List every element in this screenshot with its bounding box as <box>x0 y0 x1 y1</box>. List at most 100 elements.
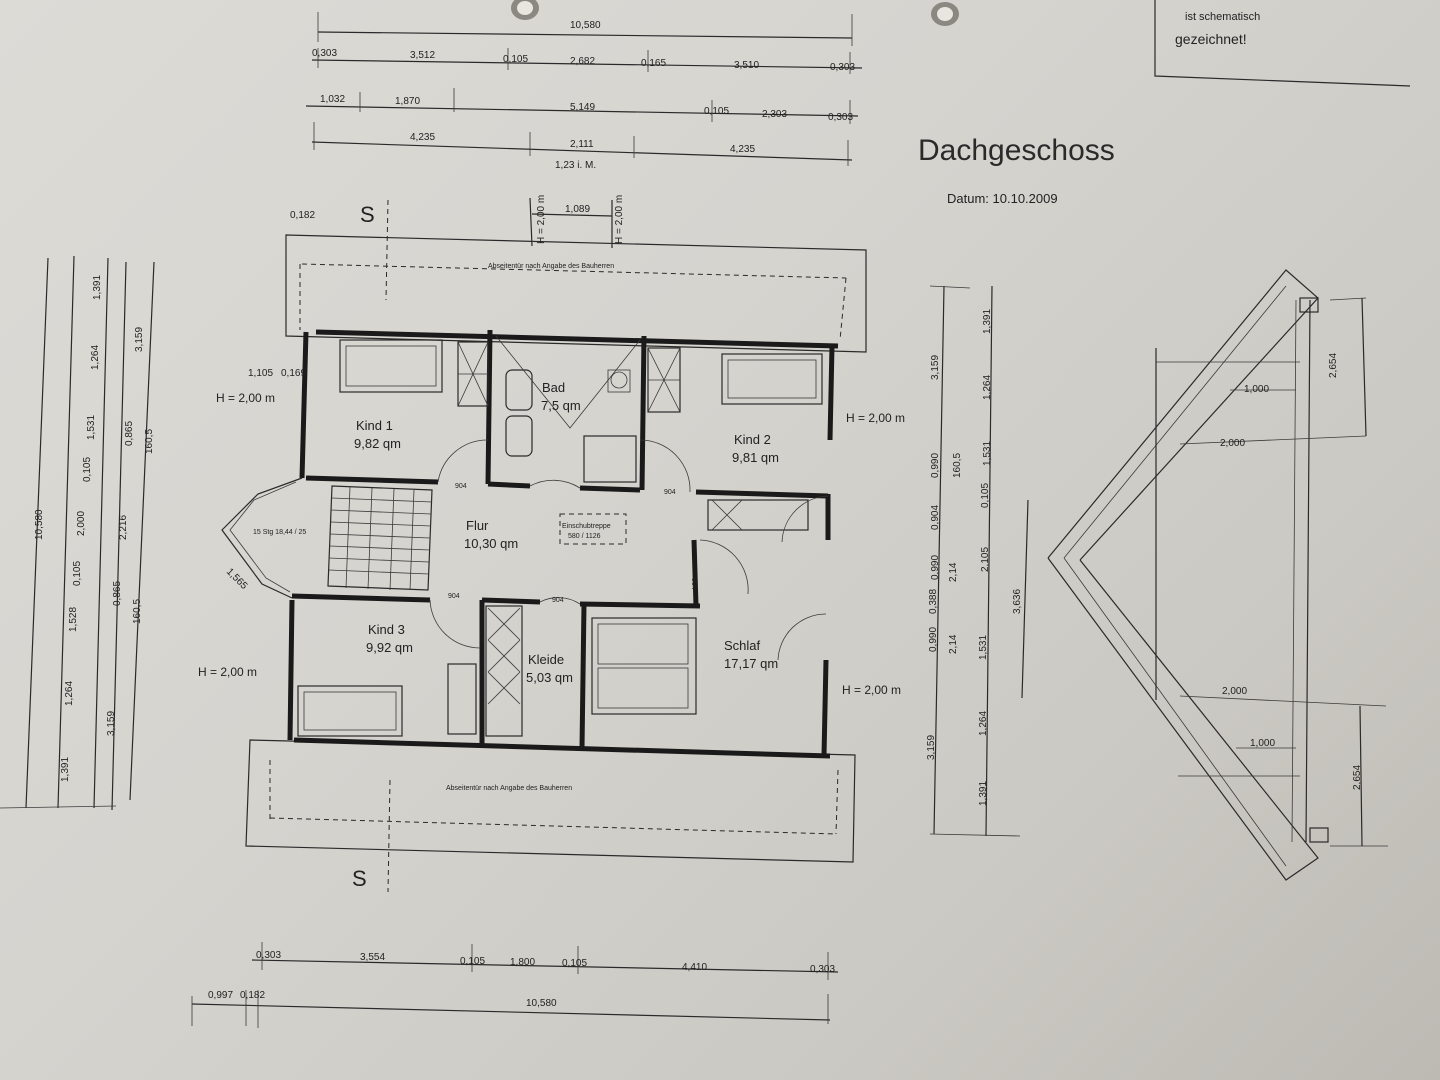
dim-left-inner: 3,159 <box>106 711 117 736</box>
dim-right: 0,990 <box>930 555 941 580</box>
dim-bottom: 0,997 <box>208 990 233 1001</box>
dim-left: 2,000 <box>76 511 87 536</box>
dim-bottom: 4,410 <box>682 962 707 973</box>
staircase <box>327 485 433 591</box>
dim-section: 1,000 <box>1244 384 1269 395</box>
room-kind2-name: Kind 2 <box>734 432 771 447</box>
note-box: ist schematisch gezeichnet! <box>1154 0 1411 87</box>
dim-left: 1,264 <box>64 681 75 706</box>
dim-b1: 1,032 <box>320 94 345 105</box>
dim-a4: 2,682 <box>570 56 595 67</box>
dim-left-inner: 0,865 <box>112 581 123 606</box>
dim-right: 0,990 <box>930 453 941 478</box>
room-kind2-area: 9,81 qm <box>732 450 779 465</box>
hatch-size: 580 / 1126 <box>568 533 601 540</box>
room-schlaf-area: 17,17 qm <box>724 656 778 671</box>
dim-right: 160,5 <box>952 453 963 478</box>
height-note-right-1: H = 2,00 m <box>846 411 905 425</box>
note-line-2: gezeichnet! <box>1175 31 1247 47</box>
dim-c2: 2,111 <box>570 139 594 150</box>
dim-left-inner: 2,216 <box>118 515 129 540</box>
dim-right: 2,14 <box>948 634 959 654</box>
floor-plan: Abseitentür nach Angabe des Bauherren Ab… <box>198 195 905 893</box>
dim-a5: 0,165 <box>641 58 666 69</box>
left-dimension-chains: 10,580 1,391 1,264 1,531 0,105 2,000 0,1… <box>0 255 155 811</box>
wardrobe <box>447 341 809 737</box>
dim-c3: 4,235 <box>730 144 755 155</box>
binder-hole <box>511 0 539 20</box>
door-label: 904 <box>664 489 676 496</box>
dim-left: 1,264 <box>90 345 101 370</box>
height-note-left-2: H = 2,00 m <box>198 665 257 679</box>
dim-right: 0,105 <box>980 483 991 508</box>
room-kind3-area: 9,92 qm <box>366 640 413 655</box>
dim-right: 0,904 <box>930 505 941 530</box>
room-kind1-name: Kind 1 <box>356 418 393 433</box>
dim-left-window-b: 0,169 <box>281 368 306 379</box>
dim-bottom: 0,105 <box>460 956 485 967</box>
dim-right: 1,264 <box>982 375 993 400</box>
eave-note-top: Abseitentür nach Angabe des Bauherren <box>488 263 614 270</box>
room-kind1-area: 9,82 qm <box>354 436 401 451</box>
dim-left: 0,105 <box>72 561 83 586</box>
dim-right: 2,105 <box>980 547 991 572</box>
dim-c1: 4,235 <box>410 132 435 143</box>
bed-kind2 <box>721 353 823 405</box>
dim-right: 2,14 <box>948 562 959 582</box>
dim-window: 1,089 <box>565 204 590 215</box>
dim-right: 3,159 <box>926 735 937 760</box>
dim-a1: 0,303 <box>312 48 337 59</box>
room-kleide-name: Kleide <box>528 652 564 667</box>
dim-left: 1,391 <box>60 757 71 782</box>
room-kleide-area: 5,03 qm <box>526 670 573 685</box>
double-bed <box>591 617 697 715</box>
dim-left-window: 1,105 <box>248 368 273 379</box>
dim-bottom: 10,580 <box>526 998 557 1009</box>
dim-left-inner: 0,865 <box>124 421 135 446</box>
dim-bottom: 0,303 <box>810 964 835 975</box>
hatch-label: Einschubtreppe <box>562 523 611 530</box>
height-note-right-2: H = 2,00 m <box>842 683 901 697</box>
dim-b2: 1,870 <box>395 96 420 107</box>
svg-text:S: S <box>360 202 375 227</box>
height-note-window-2: H = 2,00 m <box>614 195 625 244</box>
dim-bottom: 1,800 <box>510 957 535 968</box>
room-bad-name: Bad <box>542 380 565 395</box>
dim-section: 2,654 <box>1328 353 1339 378</box>
dim-right: 1,531 <box>982 441 993 466</box>
dim-left: 1,528 <box>68 607 79 632</box>
room-bad-area: 7,5 qm <box>541 398 581 413</box>
dim-top-1: 10,580 <box>570 20 601 31</box>
door-swings <box>429 439 829 661</box>
dim-a6: 3,510 <box>734 60 759 71</box>
dim-left-inner: 3,159 <box>134 327 145 352</box>
dim-a3: 0,105 <box>503 54 528 65</box>
door-label: 904 <box>552 597 564 604</box>
dim-a2: 3,512 <box>410 50 435 61</box>
dim-left: 1,391 <box>92 275 103 300</box>
note-line-1: ist schematisch <box>1185 11 1260 23</box>
room-kind3-name: Kind 3 <box>368 622 405 637</box>
dim-left: 1,531 <box>86 415 97 440</box>
door-label: 904 <box>448 593 460 600</box>
drawing-title: Dachgeschoss <box>918 134 1115 167</box>
dim-section: 2,000 <box>1220 438 1245 449</box>
dim-bottom: 3,554 <box>360 952 385 963</box>
drawing-date: Datum: 10.10.2009 <box>947 191 1058 206</box>
section-mark-bottom: S <box>352 779 391 893</box>
bathroom-fixtures <box>495 335 641 483</box>
dim-right: 1,264 <box>978 711 989 736</box>
section-mark-top: S <box>360 199 389 301</box>
dim-b5: 2,303 <box>762 109 787 120</box>
height-note-left-1: H = 2,00 m <box>216 391 275 405</box>
dim-c-note: 1,23 i. M. <box>555 160 596 171</box>
height-note-window-1: H = 2,00 m <box>536 195 547 244</box>
svg-text:S: S <box>352 866 367 891</box>
dim-b6: 0,303 <box>828 112 853 123</box>
dim-right: 3,636 <box>1012 589 1023 614</box>
right-dimension-chains: 3,159 0,990 0,904 0,990 0,388 0,990 3,15… <box>926 285 1029 837</box>
binder-hole <box>931 2 959 26</box>
top-dimension-chains: 10,580 0,303 3,512 0,105 2,682 0,165 3,5… <box>305 12 863 171</box>
